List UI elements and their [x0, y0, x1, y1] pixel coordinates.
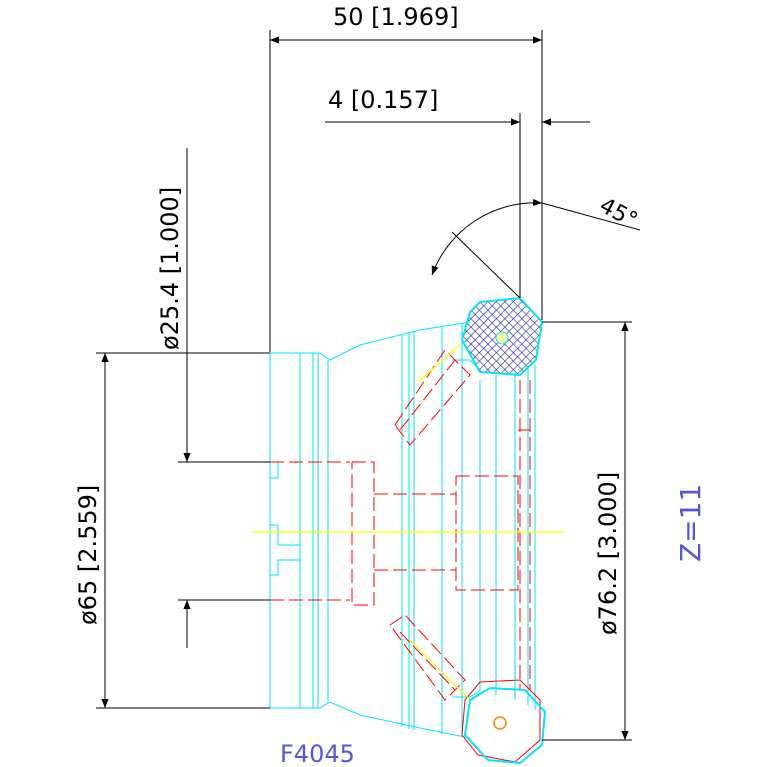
dimension-lines	[96, 30, 641, 741]
insert-count-label: Z=11	[674, 484, 707, 562]
dim-bore-text: ø25.4 [1.000]	[156, 187, 184, 350]
hidden-lines	[270, 349, 531, 701]
top-insert-screw	[495, 331, 509, 345]
lower-insert-seat	[461, 679, 541, 763]
cutter-body	[269, 321, 536, 739]
dim-cutting-text: ø76.2 [3.000]	[594, 472, 622, 635]
center-line	[252, 344, 565, 701]
dim-insert-offset-text: 4 [0.157]	[328, 86, 438, 114]
dim-hub-text: ø65 [2.559]	[74, 485, 102, 625]
part-number-label: F4045	[280, 740, 355, 767]
bottom-insert-screw	[493, 716, 507, 730]
dim-angle-text: 45°	[595, 193, 641, 233]
dim-length-text: 50 [1.969]	[333, 3, 459, 31]
bottom-insert	[463, 686, 547, 765]
